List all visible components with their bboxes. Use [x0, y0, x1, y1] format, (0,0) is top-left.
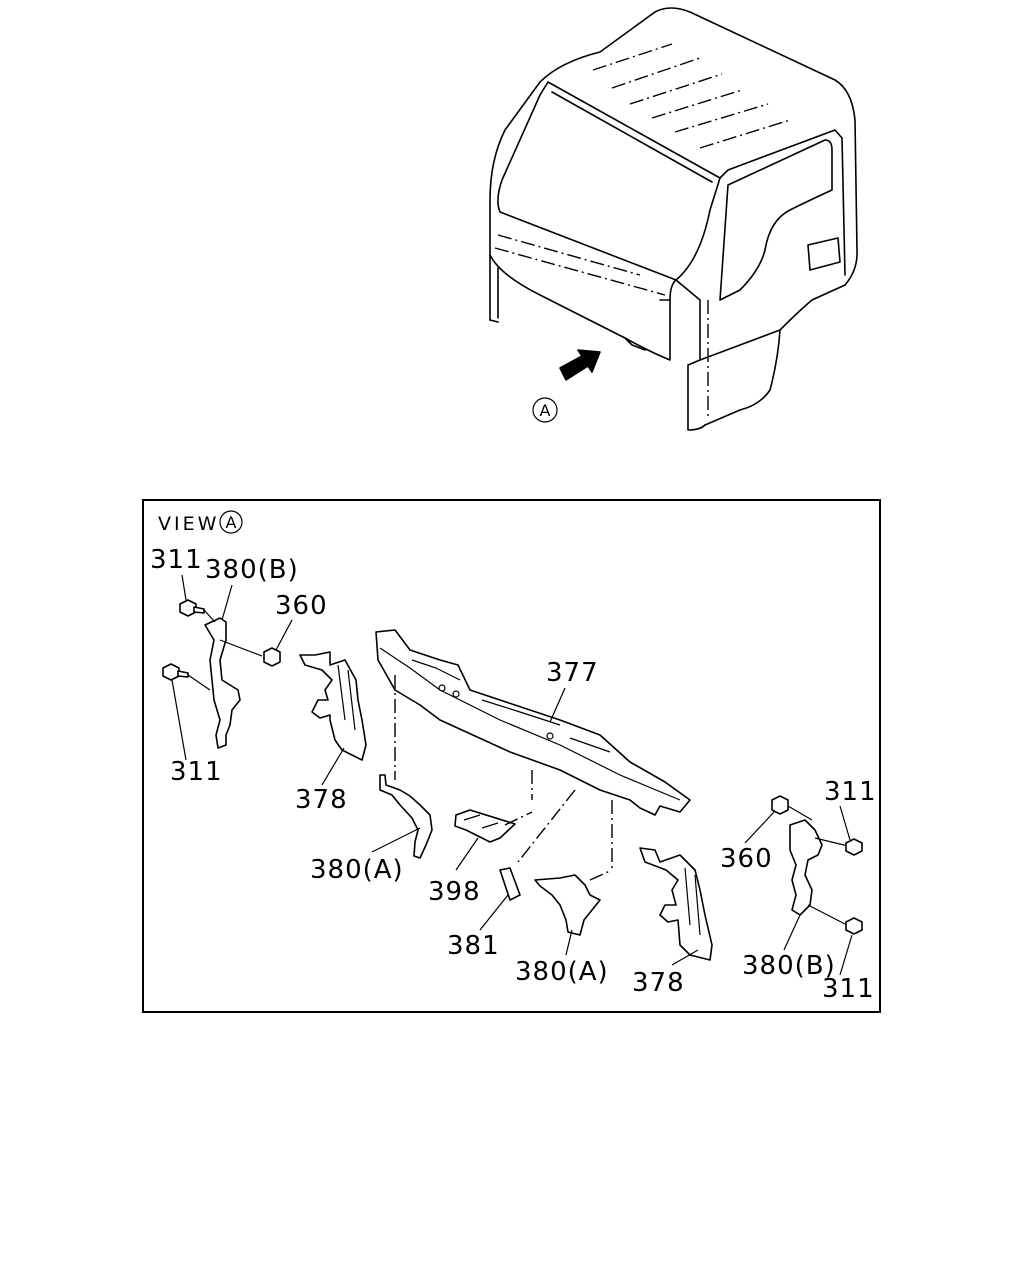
- crossmember-377: [375, 629, 691, 816]
- bolt-icon: [845, 838, 863, 856]
- callout-377: 377: [546, 658, 599, 688]
- callout-311-mid-left: 311: [170, 757, 223, 787]
- bracket-380b-left: [204, 617, 241, 749]
- callout-labels: 311 380(B) 360 311 378 377 380(A) 398 38…: [150, 545, 877, 1004]
- callout-380b-right: 380(B): [742, 951, 836, 981]
- bracket-380b-right: [789, 819, 823, 916]
- bracket-378-left: [299, 651, 367, 761]
- callout-311-top-left: 311: [150, 545, 203, 575]
- plate-398: [454, 809, 516, 843]
- callout-398: 398: [428, 877, 481, 907]
- bolt-icon: [162, 663, 189, 681]
- view-letter: A: [226, 513, 237, 532]
- leader-lines: [171, 574, 853, 976]
- callout-381: 381: [447, 931, 500, 961]
- bracket-380a-left: [379, 774, 433, 859]
- callout-380a-left: 380(A): [310, 855, 404, 885]
- bolt-icon: [845, 917, 863, 935]
- callout-360-right: 360: [720, 844, 773, 874]
- nut-icon: [771, 795, 789, 815]
- bracket-380a-center: [534, 874, 601, 936]
- nut-icon: [263, 647, 281, 667]
- callout-311-top-right: 311: [824, 777, 877, 807]
- view-title: VIEW: [158, 513, 219, 535]
- pad-381: [499, 867, 521, 901]
- arrow-view-letter: A: [540, 401, 551, 420]
- callout-360-left: 360: [275, 591, 328, 621]
- callout-380b-left: 380(B): [205, 555, 299, 585]
- truck-cab-illustration: A: [489, 7, 858, 431]
- callout-311-bottom-right: 311: [822, 974, 875, 1004]
- callout-378-right: 378: [632, 968, 685, 998]
- bracket-378-right: [639, 847, 713, 961]
- view-frame: [142, 499, 881, 1013]
- bolt-icon: [179, 599, 205, 617]
- callout-378-left: 378: [295, 785, 348, 815]
- callout-380a-center: 380(A): [515, 957, 609, 987]
- parts-group: [162, 599, 863, 961]
